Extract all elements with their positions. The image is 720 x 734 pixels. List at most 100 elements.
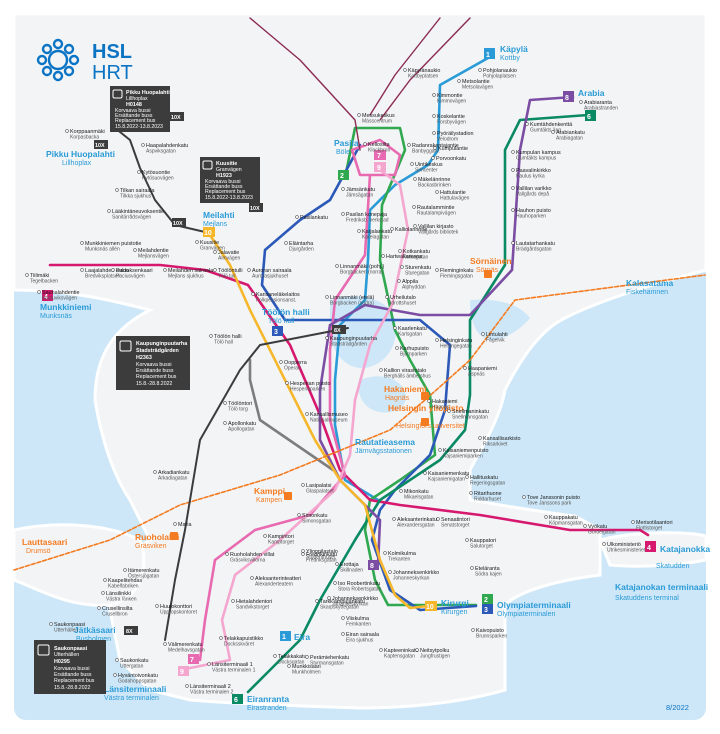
line-badge-4-east[interactable] [645, 541, 656, 552]
stop-marker[interactable] [423, 471, 427, 475]
stop-marker[interactable] [379, 368, 383, 372]
stop-marker[interactable] [155, 604, 159, 608]
stop-marker[interactable] [379, 648, 383, 652]
stop-marker[interactable] [231, 599, 235, 603]
stop-marker[interactable] [432, 114, 436, 118]
stop-marker[interactable] [469, 491, 473, 495]
stop-marker[interactable] [410, 162, 414, 166]
stop-marker[interactable] [447, 409, 451, 413]
stop-marker[interactable] [163, 268, 167, 272]
stop-marker[interactable] [511, 150, 515, 154]
stop-marker[interactable] [49, 622, 53, 626]
stop-marker[interactable] [457, 79, 461, 83]
stop-marker[interactable] [297, 513, 301, 517]
stop-marker[interactable] [403, 68, 407, 72]
line-badge-2[interactable] [482, 594, 493, 604]
stop-marker[interactable] [335, 264, 339, 268]
stop-marker[interactable] [305, 412, 309, 416]
stop-marker[interactable] [285, 381, 289, 385]
stop-marker[interactable] [385, 295, 389, 299]
stop-marker[interactable] [80, 241, 84, 245]
stop-marker[interactable] [397, 279, 401, 283]
line-badge-9-north[interactable] [374, 162, 386, 172]
stop-marker[interactable] [400, 265, 404, 269]
stop-marker[interactable] [107, 209, 111, 213]
line-badge-1-south[interactable] [280, 631, 291, 641]
tram-line-2[interactable] [343, 126, 478, 607]
stop-marker[interactable] [383, 551, 387, 555]
stop-marker[interactable] [223, 421, 227, 425]
tram-line-7[interactable] [198, 138, 402, 662]
stop-marker[interactable] [398, 249, 402, 253]
stop-marker[interactable] [80, 268, 84, 272]
stop-marker[interactable] [195, 240, 199, 244]
stop-marker[interactable] [325, 336, 329, 340]
stop-marker[interactable] [65, 129, 69, 133]
stop-marker[interactable] [153, 470, 157, 474]
stop-marker[interactable] [438, 448, 442, 452]
stop-marker[interactable] [333, 581, 337, 585]
tram-line-1[interactable] [333, 56, 490, 502]
stop-marker[interactable] [399, 489, 403, 493]
stop-marker[interactable] [392, 517, 396, 521]
tram-line-5[interactable] [248, 358, 335, 472]
stop-marker[interactable] [335, 562, 339, 566]
stop-marker[interactable] [522, 495, 526, 499]
stop-marker[interactable] [97, 606, 101, 610]
stop-marker[interactable] [511, 186, 515, 190]
stop-marker[interactable] [315, 599, 319, 603]
stop-marker[interactable] [163, 642, 167, 646]
stop-marker[interactable] [115, 188, 119, 192]
stop-marker[interactable] [113, 673, 117, 677]
stop-marker[interactable] [432, 131, 436, 135]
stop-marker[interactable] [341, 632, 345, 636]
stop-marker[interactable] [357, 229, 361, 233]
stop-marker[interactable] [465, 538, 469, 542]
stop-marker[interactable] [213, 268, 217, 272]
stop-marker[interactable] [123, 568, 127, 572]
stop-marker[interactable] [435, 268, 439, 272]
stop-marker[interactable] [137, 170, 141, 174]
stop-marker[interactable] [381, 254, 385, 258]
stop-marker[interactable] [263, 534, 267, 538]
stop-marker[interactable] [407, 143, 411, 147]
stop-marker[interactable] [341, 616, 345, 620]
line-badge-7[interactable] [188, 654, 199, 664]
line-badge-8[interactable] [563, 91, 574, 102]
stop-marker[interactable] [279, 360, 283, 364]
stop-marker[interactable] [173, 522, 177, 526]
stop-marker[interactable] [341, 187, 345, 191]
stop-marker[interactable] [284, 241, 288, 245]
stop-marker[interactable] [133, 248, 137, 252]
stop-marker[interactable] [287, 664, 291, 668]
line-badge-7-north[interactable] [374, 150, 386, 160]
stop-marker[interactable] [327, 596, 331, 600]
stop-marker[interactable] [295, 215, 299, 219]
stop-marker[interactable] [413, 177, 417, 181]
stop-marker[interactable] [101, 591, 105, 595]
tram-line-9[interactable] [178, 168, 410, 672]
stop-marker[interactable] [436, 517, 440, 521]
line-badge-9[interactable] [178, 666, 189, 676]
stop-marker[interactable] [25, 273, 29, 277]
stop-marker[interactable] [431, 156, 435, 160]
stop-marker[interactable] [511, 208, 515, 212]
stop-marker[interactable] [250, 576, 254, 580]
line-badge-6[interactable] [585, 110, 596, 121]
stop-marker[interactable] [207, 662, 211, 666]
stop-marker[interactable] [103, 578, 107, 582]
line-badge-10[interactable] [203, 227, 215, 237]
line-badge-3[interactable] [272, 326, 283, 336]
stop-marker[interactable] [583, 524, 587, 528]
tram-line-4[interactable] [48, 263, 650, 537]
stop-marker[interactable] [511, 168, 515, 172]
stop-marker[interactable] [219, 636, 223, 640]
line-badge-3-south[interactable] [482, 604, 493, 614]
line-badge-8-south[interactable] [368, 560, 379, 570]
stop-marker[interactable] [412, 205, 416, 209]
stop-marker[interactable] [357, 113, 361, 117]
stop-marker[interactable] [435, 338, 439, 342]
stop-marker[interactable] [478, 68, 482, 72]
stop-marker[interactable] [301, 552, 305, 556]
line-badge-6-south[interactable] [232, 694, 243, 704]
